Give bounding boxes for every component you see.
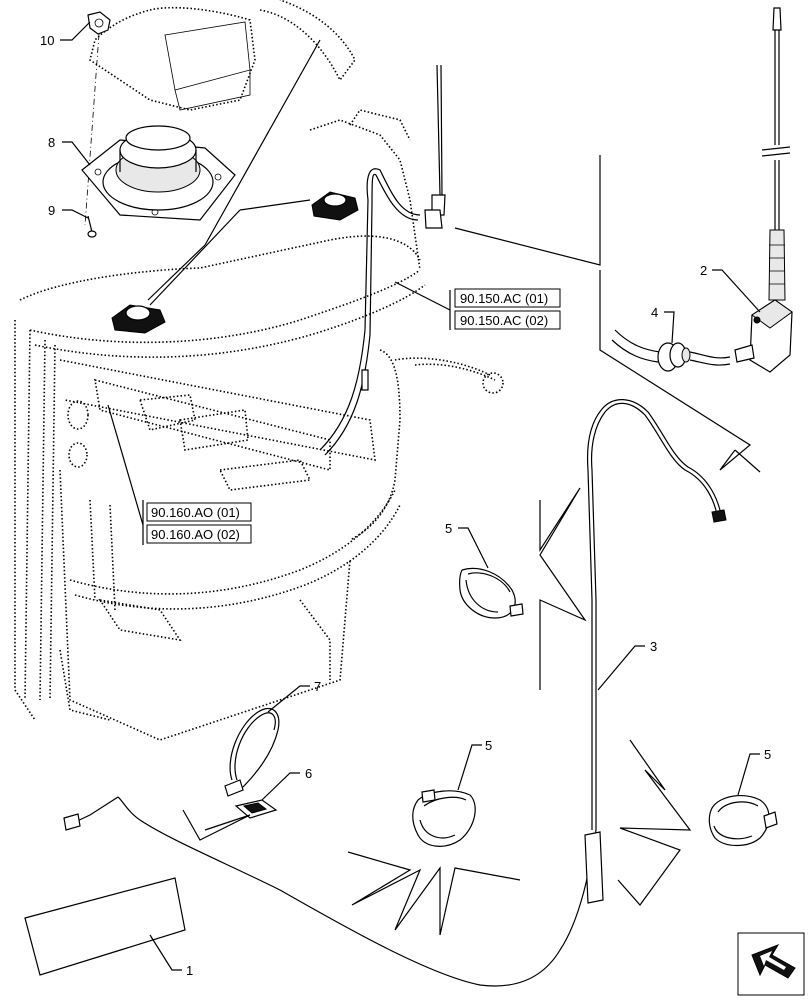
callout-5-b[interactable]: 5 xyxy=(485,738,492,753)
callout-6[interactable]: 6 xyxy=(305,766,312,781)
reference-group-ac: 90.150.AC (01) 90.150.AC (02) xyxy=(394,281,561,330)
speaker-part-8 xyxy=(81,125,236,221)
cable-tie-part-7 xyxy=(224,707,280,797)
reference-90-160-ao-01[interactable]: 90.160.AO (01) xyxy=(151,505,240,520)
cab-frame xyxy=(14,109,504,741)
callout-3[interactable]: 3 xyxy=(650,639,657,654)
installed-speaker-left xyxy=(111,304,166,334)
antenna-base-part-2 xyxy=(734,299,793,373)
harness-part-3 xyxy=(63,399,727,987)
callout-5-c[interactable]: 5 xyxy=(764,747,771,762)
detail-break-lines xyxy=(454,155,761,473)
mount-base-part-6 xyxy=(234,799,278,819)
reference-90-160-ao-02[interactable]: 90.160.AO (02) xyxy=(151,527,240,542)
callout-5-a[interactable]: 5 xyxy=(445,521,452,536)
callout-2[interactable]: 2 xyxy=(700,263,707,278)
detail-leaders xyxy=(147,39,321,306)
clamp-part-5-a xyxy=(459,567,524,619)
grommet-part-4 xyxy=(611,329,731,372)
speaker-housing-cover xyxy=(89,0,356,111)
clamp-part-5-b xyxy=(412,789,476,847)
callout-4[interactable]: 4 xyxy=(651,305,658,320)
callout-9[interactable]: 9 xyxy=(48,203,55,218)
callout-7[interactable]: 7 xyxy=(314,679,321,694)
antenna-detail-rod xyxy=(761,7,791,301)
clip-part-10 xyxy=(84,11,111,226)
reference-90-150-ac-02[interactable]: 90.150.AC (02) xyxy=(460,313,548,328)
callouts: 10 8 9 2 4 5 3 7 5 6 5 1 xyxy=(40,21,771,978)
reference-90-150-ac-01[interactable]: 90.150.AC (01) xyxy=(460,291,548,306)
callout-8[interactable]: 8 xyxy=(48,135,55,150)
clamp-part-5-c xyxy=(708,794,778,847)
arrow-navigation-icon[interactable] xyxy=(737,932,805,996)
label-sheet-part-1 xyxy=(24,877,186,976)
screw-part-9 xyxy=(87,215,97,238)
cab-antenna xyxy=(319,64,446,456)
installed-speaker-right xyxy=(311,191,359,221)
break-wedges xyxy=(182,487,692,936)
reference-group-ao: 90.160.AO (01) 90.160.AO (02) xyxy=(107,404,252,545)
callout-1[interactable]: 1 xyxy=(186,963,193,978)
callout-10[interactable]: 10 xyxy=(40,33,54,48)
